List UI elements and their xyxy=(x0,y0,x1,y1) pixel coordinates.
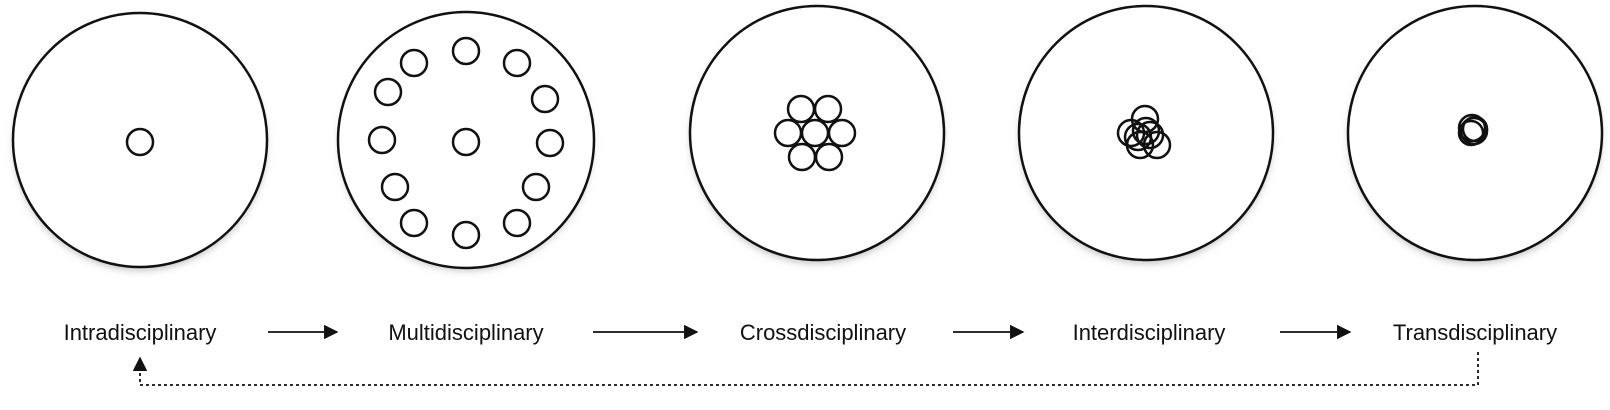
discipline-circle xyxy=(827,118,857,148)
stage-interdisciplinary: Interdisciplinary xyxy=(1017,4,1275,345)
outer-circle xyxy=(1346,4,1604,262)
discipline-circle xyxy=(787,142,817,172)
discipline-circle xyxy=(1123,122,1153,152)
discipline-circle xyxy=(521,172,551,202)
discipline-circles xyxy=(1116,104,1172,160)
discipline-circle xyxy=(1461,115,1489,143)
discipline-circle xyxy=(813,94,843,124)
discipline-circle xyxy=(380,172,410,202)
discipline-circle xyxy=(399,48,429,78)
discipline-circles xyxy=(125,127,155,157)
discipline-circle xyxy=(451,220,481,250)
discipline-circle xyxy=(451,36,481,66)
discipline-circle xyxy=(1135,120,1165,150)
discipline-circles xyxy=(773,94,857,172)
discipline-circle xyxy=(1131,116,1161,146)
discipline-circle xyxy=(502,208,532,238)
stage-label-multidisciplinary: Multidisciplinary xyxy=(388,320,543,345)
stage-label-intradisciplinary: Intradisciplinary xyxy=(64,320,217,345)
discipline-circle xyxy=(773,118,803,148)
discipline-circle xyxy=(535,128,565,158)
discipline-circle xyxy=(367,125,397,155)
discipline-circle xyxy=(502,48,532,78)
discipline-circle xyxy=(530,84,560,114)
stage-intradisciplinary: Intradisciplinary xyxy=(11,11,269,345)
stage-transdisciplinary: Transdisciplinary xyxy=(1346,4,1604,345)
stage-label-transdisciplinary: Transdisciplinary xyxy=(1393,320,1557,345)
connectors xyxy=(132,324,1479,386)
stage-label-crossdisciplinary: Crossdisciplinary xyxy=(740,320,906,345)
discipline-circle xyxy=(814,142,844,172)
discipline-circles xyxy=(1457,113,1489,147)
discipline-circle xyxy=(451,127,481,157)
discipline-circle xyxy=(373,77,403,107)
discipline-circle xyxy=(800,118,830,148)
discipline-circle xyxy=(125,127,155,157)
stage-multidisciplinary: Multidisciplinary xyxy=(336,10,596,345)
feedback-loop-dotted-arrow xyxy=(132,352,1479,386)
discipline-circle xyxy=(399,208,429,238)
stage-crossdisciplinary: Crossdisciplinary xyxy=(688,4,946,345)
discipline-circle xyxy=(1457,119,1485,147)
discipline-circles xyxy=(367,36,565,250)
discipline-circle xyxy=(786,94,816,124)
stage-label-interdisciplinary: Interdisciplinary xyxy=(1073,320,1226,345)
